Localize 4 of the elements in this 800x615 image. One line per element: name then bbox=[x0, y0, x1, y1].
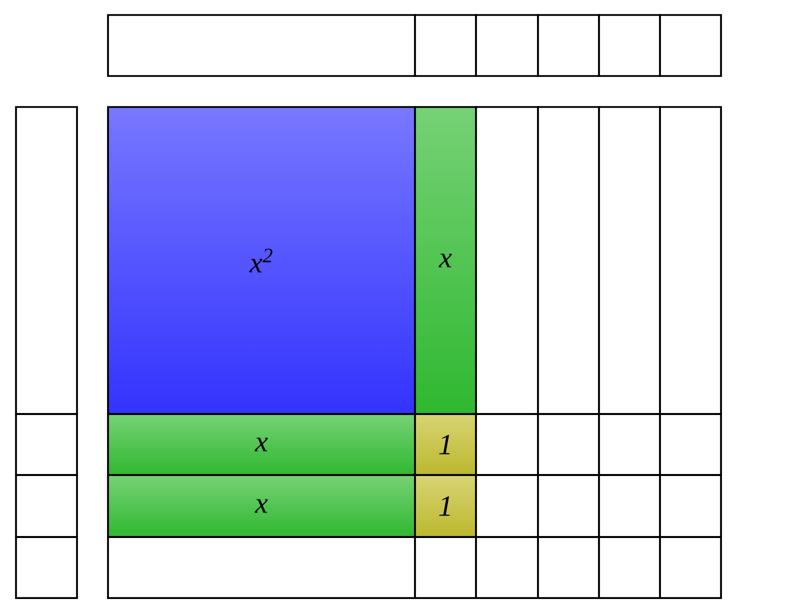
unit-tile: 1 bbox=[414, 474, 477, 538]
empty-box bbox=[15, 413, 78, 476]
empty-box bbox=[15, 536, 78, 599]
unit-tile: 1 bbox=[414, 413, 477, 476]
